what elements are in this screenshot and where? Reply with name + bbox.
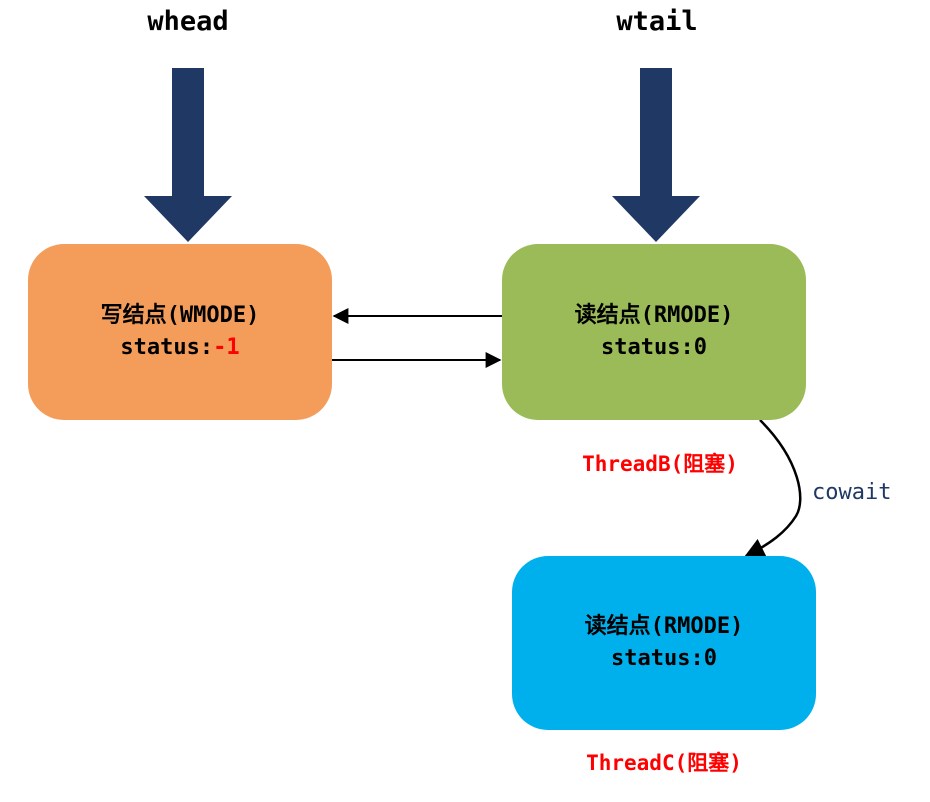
read-node-primary-status-prefix: status:: [601, 335, 694, 360]
wtail-pointer-arrow: [612, 68, 700, 242]
thread-b-label: ThreadB(阻塞): [582, 452, 738, 476]
read-node-cowait-title: 读结点(RMODE): [584, 614, 744, 639]
whead-pointer-arrow: [144, 68, 232, 242]
read-node-primary-status-value: 0: [693, 335, 707, 360]
whead-label: whead: [147, 6, 229, 37]
write-node-status-value: -1: [213, 335, 240, 360]
cowait-curve-arrow: [744, 419, 802, 558]
cowait-label: cowait: [812, 480, 892, 505]
read-node-cowait-status: status:0: [611, 643, 717, 675]
write-node: 写结点(WMODE) status:-1: [28, 244, 332, 420]
read-node-cowait-status-prefix: status:: [611, 646, 704, 671]
write-node-status: status:-1: [120, 332, 239, 364]
read-node-primary-status: status:0: [601, 332, 707, 364]
thread-c-label: ThreadC(阻塞): [586, 751, 742, 775]
write-node-title: 写结点(WMODE): [100, 303, 260, 328]
read-node-primary-title: 读结点(RMODE): [574, 303, 734, 328]
write-node-status-prefix: status:: [120, 335, 214, 360]
read-node-cowait-status-value: 0: [703, 646, 717, 671]
wtail-label: wtail: [616, 6, 698, 37]
read-node-primary: 读结点(RMODE) status:0: [502, 244, 806, 420]
read-node-cowait: 读结点(RMODE) status:0: [512, 556, 816, 730]
